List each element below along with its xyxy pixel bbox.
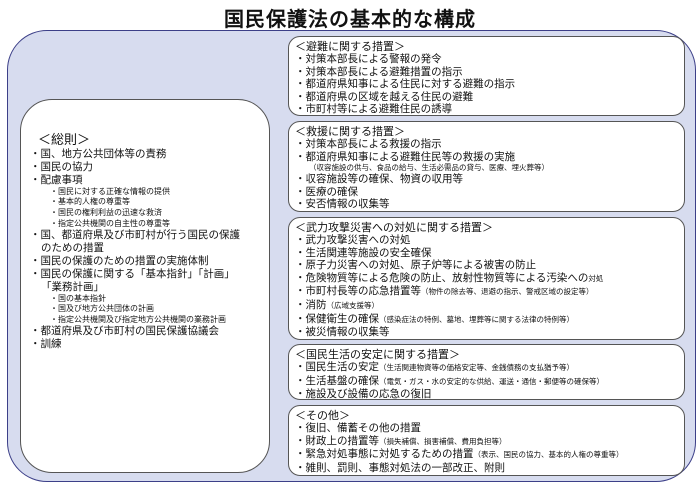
list-item: 配慮事項 [30,174,269,187]
sub-item: 国民に対する正確な情報の提供 [30,187,269,198]
list-item: 原子力災害への対処、原子炉等による被害の防止 [295,259,678,272]
list-item: 国民の保護に関する「基本指針」「計画」 [30,268,269,281]
item-main-text: 市町村長等の応急措置等 [305,285,422,298]
general-provisions-box: ＜総則＞ 国、地方公共団体等の責務 国民の協力 配慮事項 国民に対する正確な情報… [20,99,270,473]
list-item: 国、都道府県及び市町村が行う国民の保護 [30,229,269,242]
list-item: 復旧、備蓄その他の措置 [295,422,678,435]
list-item: 市町村等による避難住民の誘導 [295,103,678,115]
list-item: 危険物質等による危険の防止、放射性物質等による汚染への対処 [295,272,678,286]
item-small-text: （表示、国民の協力、基本的人権の尊重等） [473,450,624,460]
list-item: 対策本部長による警報の発令 [295,53,678,66]
list-item: 国民生活の安定（生活関連物資等の価格安定等、金銭債務の支払猶予等） [295,361,678,375]
item-main-text: 消防 [305,298,327,311]
stability-heading: ＜国民生活の安定に関する措置＞ [295,348,460,361]
item-small-text: （損失補償、損害補償、費用負担等） [379,436,507,446]
other-list: 復旧、備蓄その他の措置 財政上の措置等（損失補償、損害補償、費用負担等） 緊急対… [295,422,678,474]
sub-item: 基本的人権の尊重等 [30,197,269,208]
sub-item: 国の基本指針 [30,294,269,305]
list-item: 国、地方公共団体等の責務 [30,148,269,161]
list-item: 医療の確保 [295,186,678,199]
item-small-text: （電気・ガス・水の安定的な供給、運送・通信・郵便等の確保等） [379,376,604,386]
relief-section: ＜救援に関する措置＞ 対策本部長による救援の指示 都道府県知事による避難住民等の… [288,121,685,212]
relief-heading: ＜救援に関する措置＞ [295,125,405,138]
list-item-continuation: のための措置 [41,242,104,254]
list-item: 安否情報の収集等 [295,198,678,211]
list-item: 都道府県知事による避難住民等の救援の実施 [295,151,678,164]
item-main-text: 危険物質等による危険の防止、放射性物質等による汚染への [305,271,589,284]
list-item: 消防（広域支援等） [295,299,678,313]
general-list: 国、地方公共団体等の責務 国民の協力 配慮事項 国民に対する正確な情報の提供 基… [30,148,269,351]
item-main-text: 保健衛生の確保 [305,312,380,325]
list-item: 施設及び設備の応急の復旧 [295,388,678,399]
list-item: 生活基盤の確保（電気・ガス・水の安定的な供給、運送・通信・郵便等の確保等） [295,375,678,389]
stability-section: ＜国民生活の安定に関する措置＞ 国民生活の安定（生活関連物資等の価格安定等、金銭… [288,344,685,400]
other-heading: ＜その他＞ [295,409,350,422]
list-item: 保健衛生の確保（感染症法の特例、墓地、埋葬等に関する法律の特例等） [295,313,678,327]
list-item: 対策本部長による避難措置の指示 [295,66,678,79]
item-small-text: 対処 [588,273,604,283]
item-main-text: 生活基盤の確保 [305,374,380,387]
stability-list: 国民生活の安定（生活関連物資等の価格安定等、金銭債務の支払猶予等） 生活基盤の確… [295,361,678,399]
item-small-text: （広域支援等） [326,300,380,310]
item-small-text: （感染症法の特例、墓地、埋葬等に関する法律の特例等） [379,314,574,324]
item-main-text: 財政上の措置等 [305,434,380,447]
relief-note: （収容施設の供与、食品の給与、生活必需品の貸与、医療、埋火葬等） [309,163,549,173]
list-item: 国民の保護のための措置の実施体制 [30,255,269,268]
list-item: 被災情報の収集等 [295,326,678,339]
list-item-continuation: 「業務計画」 [41,280,104,293]
list-item: 雑則、罰則、事態対処法の一部改正、附則 [295,462,678,475]
item-small-text: （生活関連物資等の価格安定等、金銭債務の支払猶予等） [379,363,574,372]
attack-list: 武力攻撃災害への対処 生活関連等施設の安全確保 原子力災害への対処、原子炉等によ… [295,234,678,339]
list-item: 都道府県の区域を越える住民の避難 [295,91,678,104]
evacuation-heading: ＜避難に関する措置＞ [295,40,405,53]
list-item: 市町村長等の応急措置等（物件の除去等、退避の指示、警戒区域の設定等） [295,285,678,299]
item-small-text: （物件の除去等、退避の指示、警戒区域の設定等） [421,287,594,297]
sub-item: 国及び地方公共団体の計画 [30,304,269,315]
sub-item: 指定公共機関及び指定地方公共機関の業務計画 [30,315,269,326]
list-item: 都道府県及び市町村の国民保護協議会 [30,325,269,338]
list-item: 武力攻撃災害への対処 [295,234,678,247]
attack-heading: ＜武力攻撃災害への対処に関する措置＞ [295,221,493,234]
attack-disaster-section: ＜武力攻撃災害への対処に関する措置＞ 武力攻撃災害への対処 生活関連等施設の安全… [288,217,685,340]
list-item: 生活関連等施設の安全確保 [295,247,678,260]
list-item: 緊急対処事態に対処するための措置（表示、国民の協力、基本的人権の尊重等） [295,448,678,462]
diagram-title: 国民保護法の基本的な構成 [222,7,478,33]
list-item: 対策本部長による救援の指示 [295,138,678,151]
evacuation-list: 対策本部長による警報の発令 対策本部長による避難措置の指示 都道府県知事による住… [295,53,678,115]
list-item: 都道府県知事による住民に対する避難の指示 [295,78,678,91]
item-main-text: 国民生活の安定 [305,361,380,373]
list-item: 国民の協力 [30,161,269,174]
sub-item: 国民の権利利益の迅速な救済 [30,208,269,219]
list-item: 訓練 [30,338,269,351]
list-item: 財政上の措置等（損失補償、損害補償、費用負担等） [295,435,678,449]
relief-list: 対策本部長による救援の指示 都道府県知事による避難住民等の救援の実施 （収容施設… [295,138,678,211]
other-section: ＜その他＞ 復旧、備蓄その他の措置 財政上の措置等（損失補償、損害補償、費用負担… [288,405,685,476]
general-heading: ＜総則＞ [38,133,91,148]
evacuation-section: ＜避難に関する措置＞ 対策本部長による警報の発令 対策本部長による避難措置の指示… [288,36,685,116]
item-main-text: 緊急対処事態に対処するための措置 [305,448,474,461]
list-item: 収容施設等の確保、物資の収用等 [295,173,678,186]
sub-item: 指定公共機関の自主性の尊重等 [30,219,269,230]
